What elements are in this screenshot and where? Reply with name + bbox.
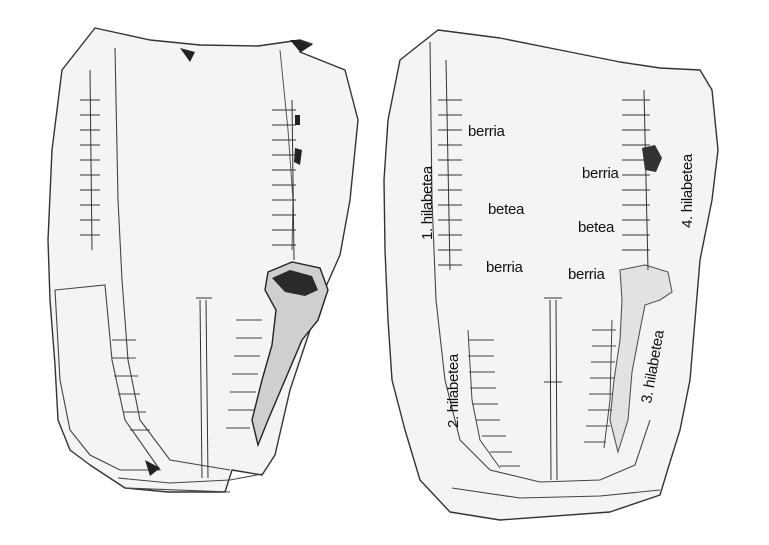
- label-berria-top: berria: [468, 123, 506, 140]
- label-berria-lower-right: berria: [568, 266, 606, 283]
- label-hilabetea-1: 1. hilabetea: [419, 165, 436, 240]
- label-berria-upper-right: berria: [582, 165, 620, 182]
- label-betea-right: betea: [578, 219, 615, 236]
- label-hilabetea-4: 4. hilabetea: [679, 153, 696, 228]
- label-hilabetea-2: 2. hilabetea: [445, 353, 462, 428]
- label-berria-mid-left: berria: [486, 259, 524, 276]
- label-betea-left: betea: [488, 201, 525, 218]
- left-bone-drawing: [48, 28, 358, 492]
- right-bone-drawing: 1. hilabetea 2. hilabetea 3. hilabetea 4…: [384, 30, 718, 520]
- left-bone-outline: [48, 28, 358, 492]
